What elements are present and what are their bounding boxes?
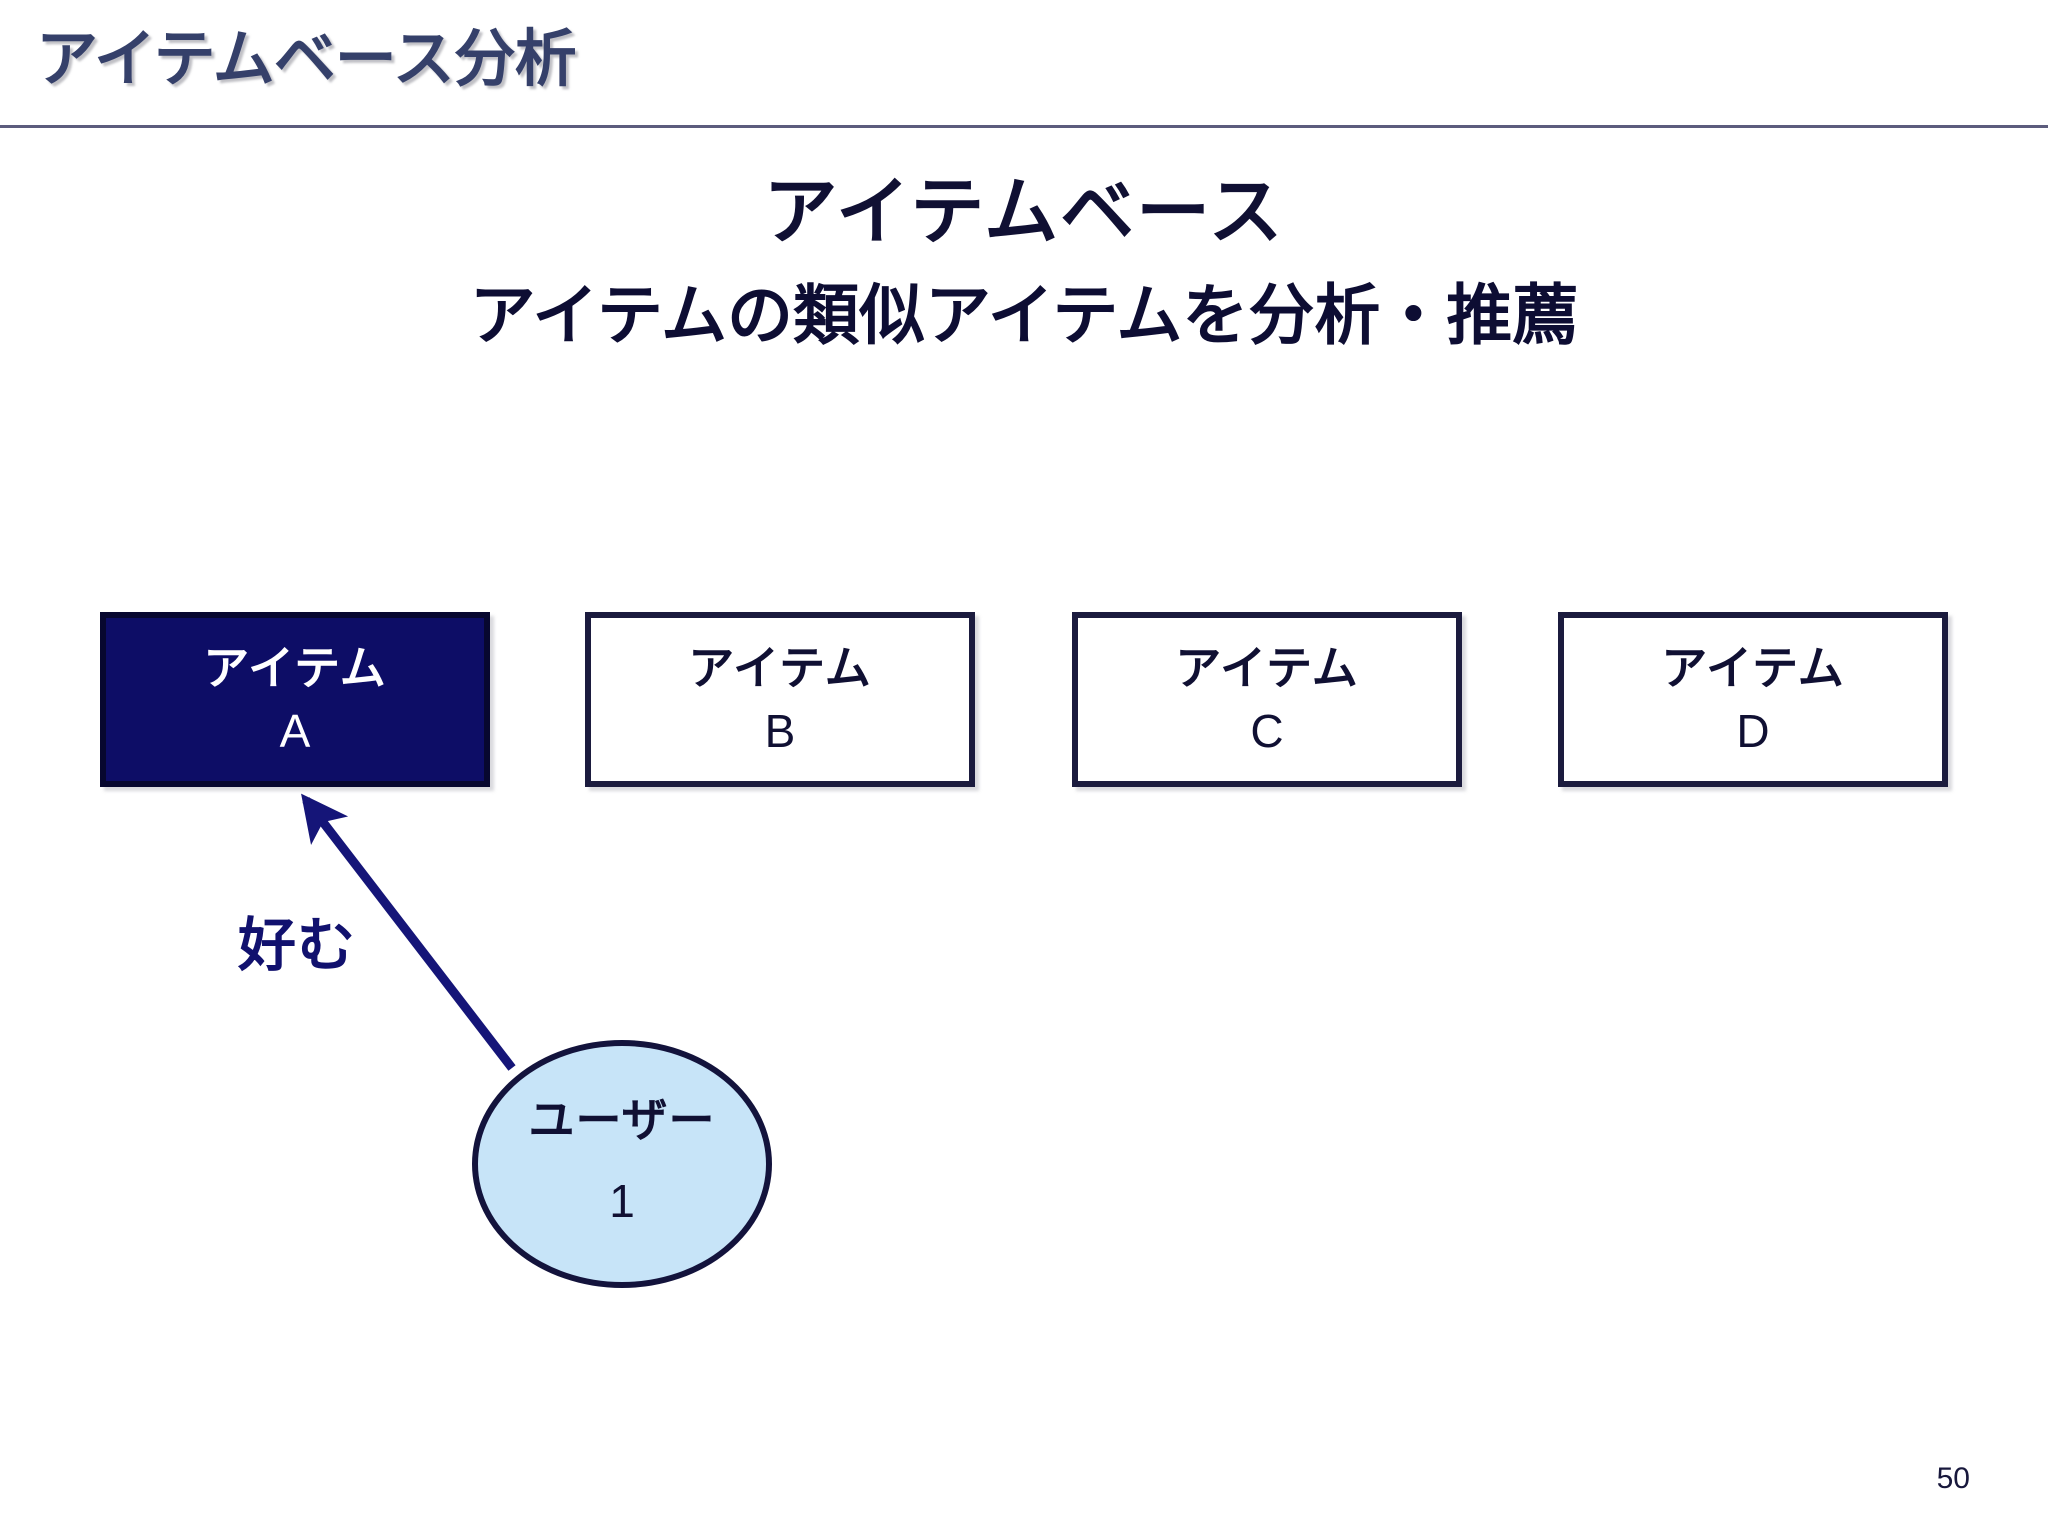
item-box-d-id: D (1736, 705, 1770, 757)
item-box-a[interactable]: アイテム A (100, 612, 490, 787)
user-node-1[interactable]: ユーザー 1 (472, 1040, 772, 1288)
main-heading: アイテムベース (763, 170, 1285, 253)
item-box-d-label: アイテム (1661, 642, 1845, 694)
header-divider (0, 125, 2048, 128)
page-title: アイテムベース分析 (36, 25, 577, 94)
item-box-d[interactable]: アイテム D (1558, 612, 1948, 787)
item-box-a-id: A (279, 705, 311, 757)
relation-label-likes: 好む (238, 913, 357, 978)
user-node-id: 1 (609, 1175, 635, 1227)
item-box-c[interactable]: アイテム C (1072, 612, 1462, 787)
sub-heading: アイテムの類似アイテムを分析・推薦 (469, 278, 1579, 352)
item-box-c-label: アイテム (1175, 642, 1359, 694)
item-box-b-label: アイテム (688, 642, 872, 694)
page-number: 50 (1936, 1462, 1970, 1495)
item-box-b[interactable]: アイテム B (585, 612, 975, 787)
item-box-a-label: アイテム (203, 642, 387, 694)
item-box-c-id: C (1250, 705, 1284, 757)
item-box-b-id: B (764, 705, 796, 757)
user-node-label: ユーザー (528, 1094, 716, 1146)
